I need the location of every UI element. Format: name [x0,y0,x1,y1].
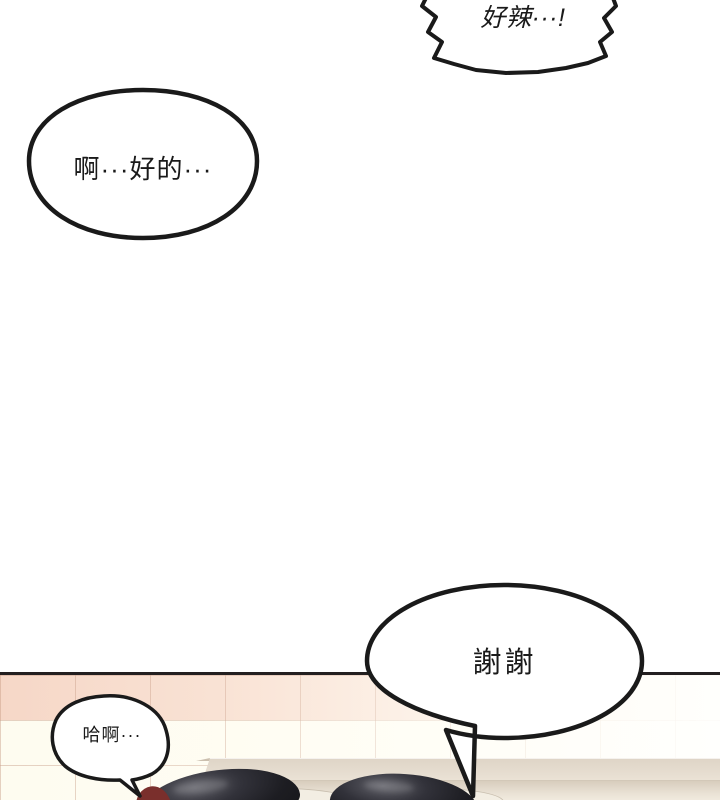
speech-bubble-haa-shape [50,694,171,798]
speech-bubble-hot-shape [420,0,618,75]
speech-bubble-haa: 哈啊··· [42,692,178,800]
speech-bubble-thanks: 謝謝 [363,581,646,800]
panel-top-border [0,672,720,675]
speech-bubble-ok: 啊···好的··· [24,85,262,243]
speech-bubble-ok-shape [26,87,260,241]
hair-highlight-left [172,777,229,797]
speech-bubble-hot: 好辣···! [420,0,626,76]
speech-bubble-thanks-shape [364,582,645,799]
